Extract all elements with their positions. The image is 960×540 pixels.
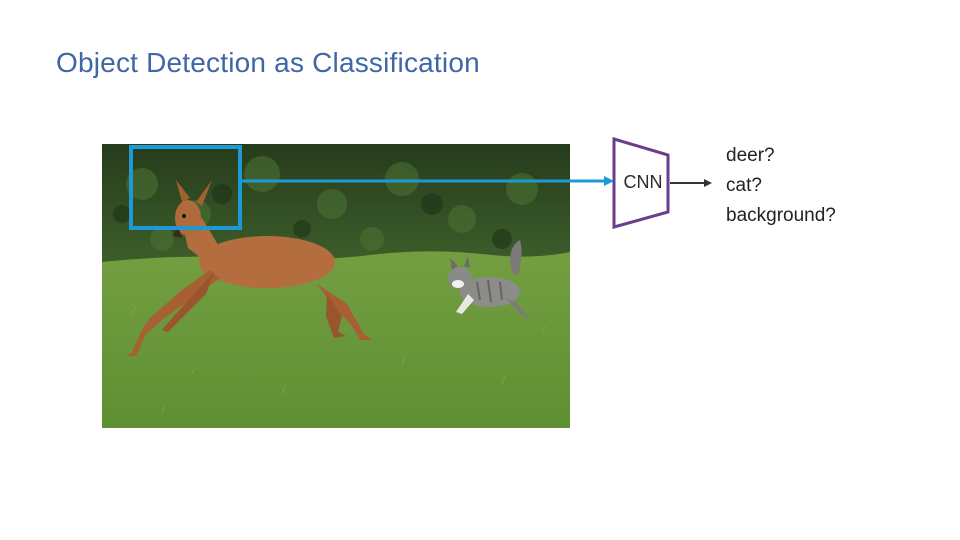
cnn-label: CNN [623, 172, 663, 192]
cat-figure [448, 240, 530, 320]
cnn-to-outputs-arrowhead [704, 179, 712, 187]
crop-to-cnn-arrowhead [604, 176, 614, 186]
deer-cat-photo [102, 144, 570, 428]
class-output-background: background? [726, 205, 836, 226]
class-output-list: deer? cat? background? [726, 141, 836, 231]
class-output-cat: cat? [726, 175, 762, 196]
slide-title: Object Detection as Classification [56, 47, 480, 78]
class-output-deer: deer? [726, 145, 775, 166]
